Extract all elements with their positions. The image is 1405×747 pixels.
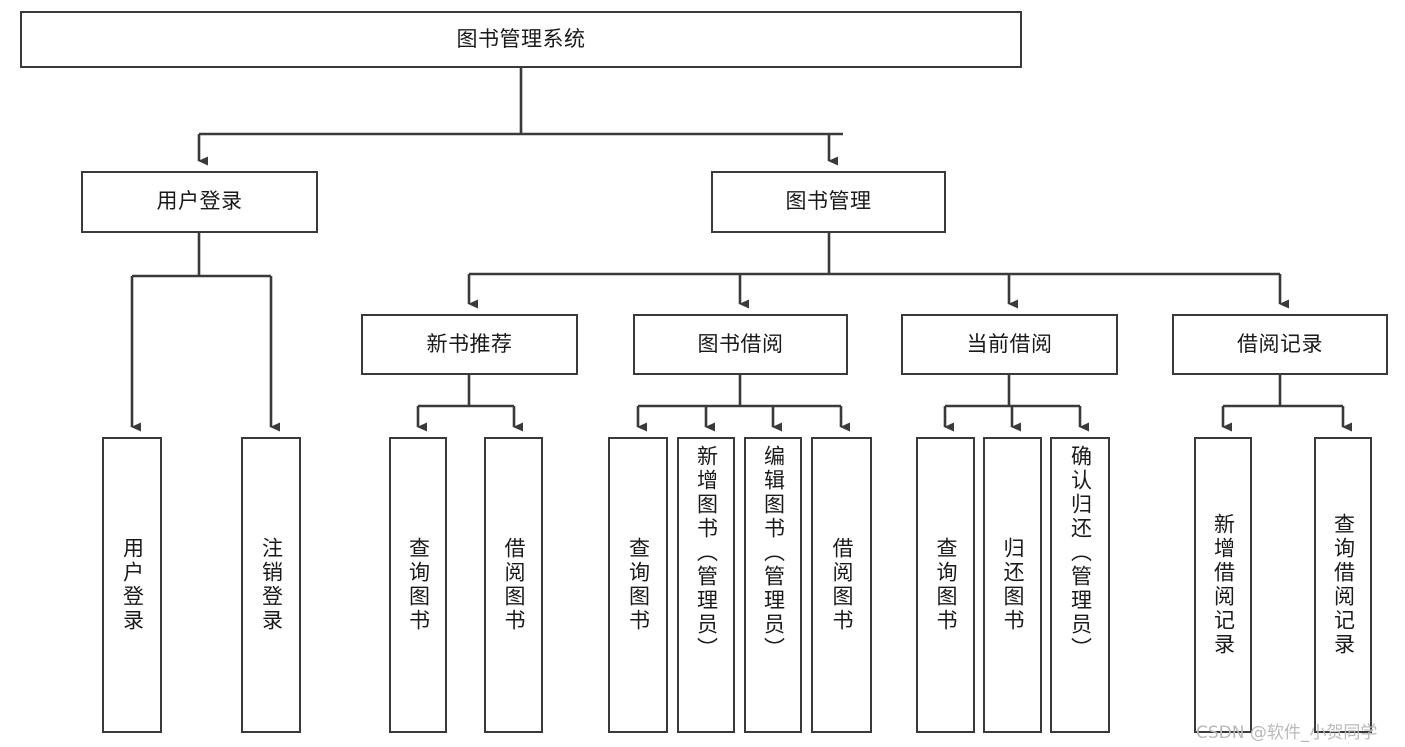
leaf-records-query-record[interactable]: 查询借阅记录 <box>1314 437 1372 733</box>
node-book-borrow[interactable]: 图书借阅 <box>633 314 848 375</box>
node-book-management[interactable]: 图书管理 <box>711 171 946 233</box>
leaf-current-return-books[interactable]: 归还图书 <box>983 437 1042 733</box>
node-root[interactable]: 图书管理系统 <box>20 11 1022 68</box>
leaf-current-return-books-label: 归还图书 <box>1001 537 1025 633</box>
leaf-newbook-query-books[interactable]: 查询图书 <box>389 437 447 733</box>
node-root-label: 图书管理系统 <box>456 26 586 51</box>
leaf-borrow-add-book-admin-label: 新增图书（管理员） <box>694 445 719 661</box>
node-current-borrow[interactable]: 当前借阅 <box>901 314 1118 375</box>
leaf-current-query-books-label: 查询图书 <box>934 537 958 633</box>
leaf-borrow-lend-books[interactable]: 借阅图书 <box>811 437 872 733</box>
leaf-user-login-label: 用户登录 <box>120 537 145 633</box>
leaf-current-query-books[interactable]: 查询图书 <box>916 437 975 733</box>
leaf-user-logout[interactable]: 注销登录 <box>241 437 301 733</box>
leaf-records-query-record-label: 查询借阅记录 <box>1331 513 1356 657</box>
leaf-current-confirm-return-admin-label: 确认归还（管理员） <box>1068 445 1093 661</box>
leaf-borrow-edit-book-admin-label: 编辑图书（管理员） <box>761 445 786 661</box>
leaf-current-confirm-return-admin[interactable]: 确认归还（管理员） <box>1050 437 1110 733</box>
leaf-newbook-borrow-books[interactable]: 借阅图书 <box>484 437 543 733</box>
leaf-newbook-query-books-label: 查询图书 <box>406 537 431 633</box>
leaf-borrow-lend-books-label: 借阅图书 <box>830 537 854 633</box>
node-user-login-label: 用户登录 <box>156 189 243 214</box>
leaf-borrow-add-book-admin[interactable]: 新增图书（管理员） <box>677 437 735 733</box>
csdn-watermark: CSDN @软件_小贺同学 <box>1196 723 1378 743</box>
node-user-login[interactable]: 用户登录 <box>81 171 318 233</box>
node-borrow-records-label: 借阅记录 <box>1237 331 1323 356</box>
node-book-management-label: 图书管理 <box>785 189 872 214</box>
node-book-borrow-label: 图书借阅 <box>697 331 784 356</box>
leaf-user-login[interactable]: 用户登录 <box>102 437 162 733</box>
node-borrow-records[interactable]: 借阅记录 <box>1172 314 1388 375</box>
leaf-records-add-record-label: 新增借阅记录 <box>1211 513 1236 657</box>
leaf-borrow-query-books-label: 查询图书 <box>626 537 651 633</box>
leaf-records-add-record[interactable]: 新增借阅记录 <box>1194 437 1252 733</box>
leaf-borrow-query-books[interactable]: 查询图书 <box>608 437 668 733</box>
leaf-user-logout-label: 注销登录 <box>259 537 284 633</box>
leaf-newbook-borrow-books-label: 借阅图书 <box>502 537 526 633</box>
node-current-borrow-label: 当前借阅 <box>966 331 1053 356</box>
node-new-book-recommend-label: 新书推荐 <box>426 331 513 356</box>
node-new-book-recommend[interactable]: 新书推荐 <box>361 314 578 375</box>
leaf-borrow-edit-book-admin[interactable]: 编辑图书（管理员） <box>744 437 802 733</box>
